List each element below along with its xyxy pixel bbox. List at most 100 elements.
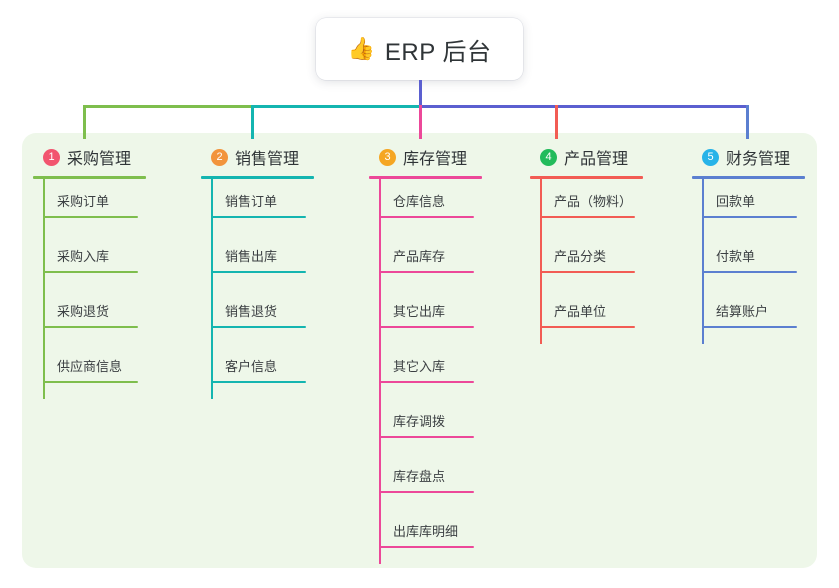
leaf-node[interactable]: 回款单 <box>692 179 805 234</box>
leaf-label: 销售订单 <box>225 194 278 209</box>
leaf-node[interactable]: 销售退货 <box>201 289 314 344</box>
leaf-node[interactable]: 结算账户 <box>692 289 805 344</box>
branch-items-1: 采购订单采购入库采购退货供应商信息 <box>33 179 146 399</box>
leaf-underline <box>379 546 474 548</box>
leaf-node[interactable]: 仓库信息 <box>369 179 482 234</box>
leaf-label: 产品分类 <box>554 249 607 264</box>
branch-items-3: 仓库信息产品库存其它出库其它入库库存调拨库存盘点出库库明细 <box>369 179 482 564</box>
leaf-underline <box>211 216 306 218</box>
leaf-label: 采购退货 <box>57 304 110 319</box>
branch-title-2: 销售管理 <box>235 151 300 168</box>
leaf-node[interactable]: 产品（物料） <box>530 179 643 234</box>
leaf-node[interactable]: 出库库明细 <box>369 509 482 564</box>
connector-bus-right <box>419 105 749 108</box>
leaf-underline <box>379 326 474 328</box>
leaf-node[interactable]: 库存盘点 <box>369 454 482 509</box>
leaf-label: 付款单 <box>716 249 756 264</box>
leaf-label: 结算账户 <box>716 304 769 319</box>
leaf-label: 出库库明细 <box>393 524 459 539</box>
leaf-label: 仓库信息 <box>393 194 446 209</box>
leaf-label: 产品单位 <box>554 304 607 319</box>
connector-drop-4 <box>555 105 558 139</box>
branch-title-1: 采购管理 <box>67 151 132 168</box>
leaf-node[interactable]: 客户信息 <box>201 344 314 399</box>
leaf-label: 产品（物料） <box>554 194 633 209</box>
leaf-underline <box>43 216 138 218</box>
leaf-label: 销售退货 <box>225 304 278 319</box>
leaf-label: 采购入库 <box>57 249 110 264</box>
leaf-underline <box>379 491 474 493</box>
branch-items-4: 产品（物料） 产品分类产品单位 <box>530 179 643 344</box>
leaf-label: 其它出库 <box>393 304 446 319</box>
leaf-underline <box>211 381 306 383</box>
root-node[interactable]: 👍 ERP 后台 <box>316 18 523 80</box>
branch-underline-1 <box>33 176 146 179</box>
branch-spine-5 <box>702 179 704 344</box>
leaf-label: 供应商信息 <box>57 359 123 374</box>
leaf-node[interactable]: 付款单 <box>692 234 805 289</box>
branch-items-5: 回款单付款单结算账户 <box>692 179 805 344</box>
leaf-node[interactable]: 其它入库 <box>369 344 482 399</box>
connector-drop-1 <box>83 105 86 139</box>
leaf-underline <box>702 271 797 273</box>
branch-column-3[interactable]: 3 库存管理仓库信息产品库存其它出库其它入库库存调拨库存盘点出库库明细 <box>369 146 482 564</box>
leaf-underline <box>379 216 474 218</box>
leaf-node[interactable]: 产品分类 <box>530 234 643 289</box>
thumbs-up-icon: 👍 <box>347 36 375 61</box>
leaf-underline <box>379 271 474 273</box>
branch-underline-4 <box>530 176 643 179</box>
leaf-node[interactable]: 产品库存 <box>369 234 482 289</box>
connector-root-stem <box>419 80 422 107</box>
branch-header-1[interactable]: 1 采购管理 <box>33 146 146 168</box>
branch-header-5[interactable]: 5 财务管理 <box>692 146 805 168</box>
leaf-node[interactable]: 产品单位 <box>530 289 643 344</box>
leaf-underline <box>540 216 635 218</box>
leaf-label: 库存调拨 <box>393 414 446 429</box>
leaf-underline <box>211 271 306 273</box>
connector-bus-left <box>83 105 251 108</box>
branch-badge-5: 5 <box>702 148 719 166</box>
leaf-node[interactable]: 供应商信息 <box>33 344 146 399</box>
leaf-node[interactable]: 其它出库 <box>369 289 482 344</box>
leaf-node[interactable]: 库存调拨 <box>369 399 482 454</box>
branch-title-3: 库存管理 <box>403 151 468 168</box>
branch-spine-2 <box>211 179 213 399</box>
root-node-title: ERP 后台 <box>384 38 492 66</box>
leaf-label: 其它入库 <box>393 359 446 374</box>
connector-bus-mid <box>251 105 421 108</box>
leaf-underline <box>540 271 635 273</box>
leaf-node[interactable]: 销售出库 <box>201 234 314 289</box>
leaf-label: 产品库存 <box>393 249 446 264</box>
root-node-content: 👍 ERP 后台 <box>348 32 492 67</box>
leaf-node[interactable]: 采购入库 <box>33 234 146 289</box>
branch-underline-2 <box>201 176 314 179</box>
branch-spine-4 <box>540 179 542 344</box>
branch-spine-3 <box>379 179 381 564</box>
leaf-node[interactable]: 采购退货 <box>33 289 146 344</box>
diagram-panel <box>22 133 817 568</box>
leaf-underline <box>43 381 138 383</box>
branch-badge-3: 3 <box>379 148 396 166</box>
leaf-label: 客户信息 <box>225 359 278 374</box>
branch-header-3[interactable]: 3 库存管理 <box>369 146 482 168</box>
branch-column-5[interactable]: 5 财务管理回款单付款单结算账户 <box>692 146 805 344</box>
connector-drop-5 <box>746 105 749 139</box>
leaf-label: 库存盘点 <box>393 469 446 484</box>
leaf-label: 回款单 <box>716 194 756 209</box>
branch-column-1[interactable]: 1 采购管理采购订单采购入库采购退货供应商信息 <box>33 146 146 399</box>
leaf-underline <box>379 381 474 383</box>
leaf-node[interactable]: 销售订单 <box>201 179 314 234</box>
leaf-underline <box>211 326 306 328</box>
branch-spine-1 <box>43 179 45 399</box>
connector-drop-3 <box>419 105 422 139</box>
leaf-underline <box>379 436 474 438</box>
branch-badge-1: 1 <box>43 148 60 166</box>
branch-title-5: 财务管理 <box>726 151 791 168</box>
leaf-label: 销售出库 <box>225 249 278 264</box>
leaf-node[interactable]: 采购订单 <box>33 179 146 234</box>
